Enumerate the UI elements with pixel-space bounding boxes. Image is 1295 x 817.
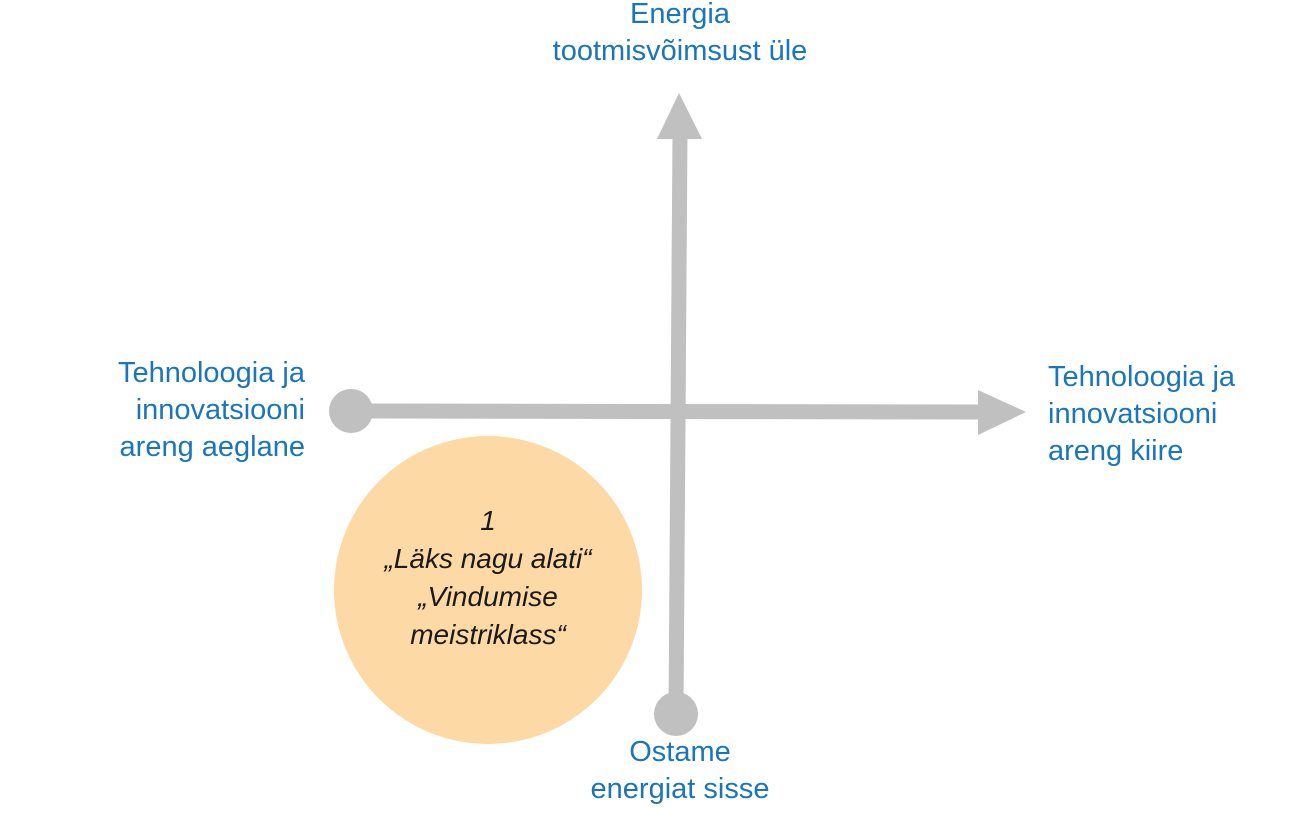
axis-label-left: Tehnoloogia ja innovatsiooni areng aegla… <box>0 355 305 466</box>
scenario-number: 1 <box>480 505 496 536</box>
axis-label-top-line: Energia <box>630 0 730 30</box>
axis-label-top: Energia tootmisvõimsust üle <box>480 0 880 70</box>
vertical-axis-arrowhead <box>657 93 702 139</box>
axis-label-left-line: areng aeglane <box>119 431 305 463</box>
axis-label-top-line: tootmisvõimsust üle <box>552 35 808 67</box>
axis-label-right-line: innovatsiooni <box>1048 398 1218 430</box>
scenario-circle <box>334 436 642 744</box>
axis-label-bottom-line: Ostame <box>629 736 731 768</box>
axis-label-left-line: Tehnoloogia ja <box>117 357 305 389</box>
axis-label-left-line: innovatsiooni <box>135 394 305 426</box>
scenario-name-line: meistriklass“ <box>410 619 566 650</box>
horizontal-axis-start-dot <box>329 389 373 433</box>
axis-label-right-line: areng kiire <box>1048 435 1184 467</box>
axis-label-bottom: Ostame energiat sisse <box>480 734 880 808</box>
scenario-label: 1 „Läks nagu alati“ „Vindumise meistrikl… <box>334 502 642 654</box>
scenario-name-line: „Läks nagu alati“ <box>384 543 592 574</box>
axis-label-right: Tehnoloogia ja innovatsiooni areng kiire <box>1048 359 1293 470</box>
axis-label-bottom-line: energiat sisse <box>590 773 770 805</box>
axis-label-right-line: Tehnoloogia ja <box>1048 361 1236 393</box>
vertical-axis-line <box>668 131 688 715</box>
horizontal-axis-arrowhead <box>978 390 1026 435</box>
horizontal-axis-line <box>350 403 986 420</box>
vertical-axis-start-dot <box>654 692 698 736</box>
scenario-name-line: „Vindumise <box>418 581 558 612</box>
